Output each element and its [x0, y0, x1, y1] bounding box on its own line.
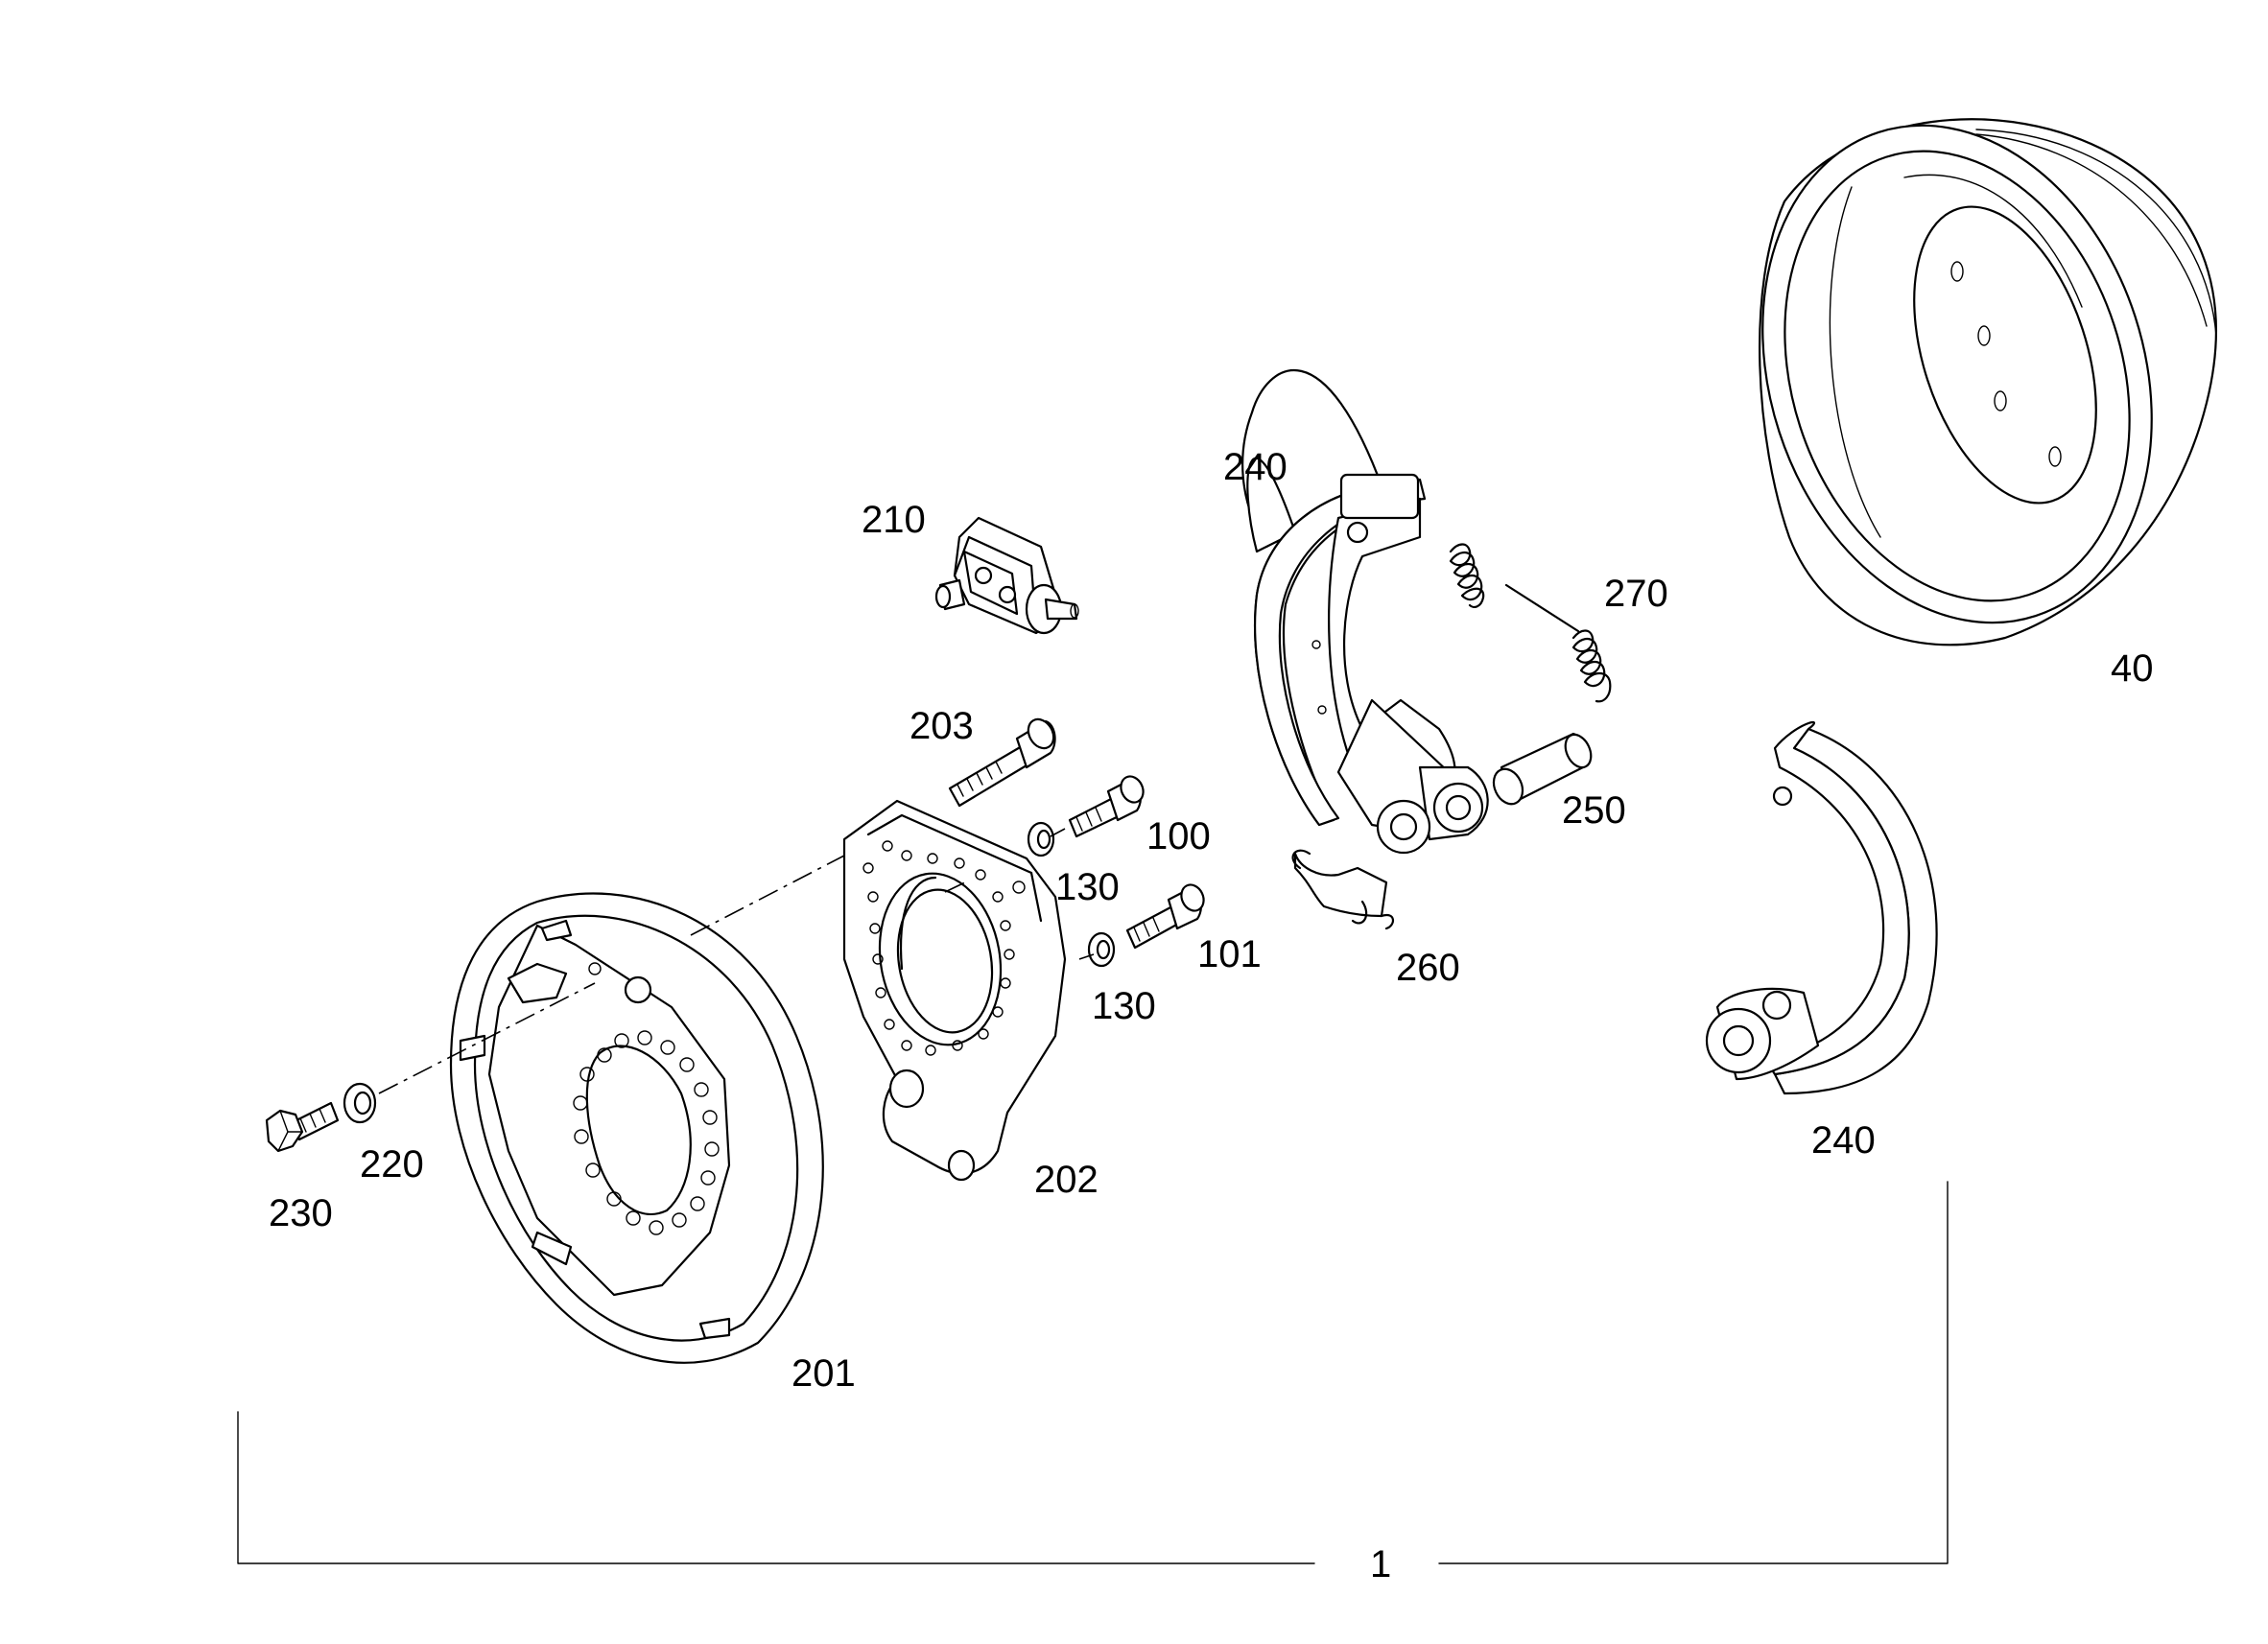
return-spring-270 — [1449, 543, 1612, 703]
backing-plate-201 — [449, 892, 824, 1364]
label-40: 40 — [2111, 647, 2154, 690]
label-130-lower: 130 — [1092, 985, 1156, 1027]
assembly-centerline — [378, 828, 1095, 1094]
label-230: 230 — [269, 1192, 333, 1234]
label-203: 203 — [910, 705, 974, 747]
label-101: 101 — [1197, 933, 1262, 975]
brake-drum-40 — [1758, 118, 2217, 646]
washer-130-upper — [1027, 821, 1055, 857]
label-210: 210 — [862, 499, 926, 541]
washer-130-lower — [1087, 931, 1116, 968]
label-260: 260 — [1396, 947, 1460, 989]
clip-260 — [1291, 849, 1394, 930]
label-1: 1 — [1370, 1543, 1391, 1585]
label-201: 201 — [791, 1352, 856, 1395]
anchor-plate-202 — [842, 799, 1067, 1182]
screw-100 — [1068, 775, 1145, 838]
callout-labels: 40 240 210 270 203 250 100 130 101 260 1… — [269, 446, 2154, 1585]
bolt-230 — [265, 1101, 340, 1153]
wheel-cylinder-210 — [934, 516, 1079, 635]
pin-250 — [1492, 732, 1593, 806]
label-240-lower: 240 — [1811, 1119, 1876, 1162]
label-270: 270 — [1604, 573, 1668, 615]
brake-shoe-upper-240 — [1241, 368, 1489, 855]
screw-101 — [1125, 883, 1205, 950]
assembly-bracket — [237, 1181, 1949, 1564]
label-240-upper: 240 — [1223, 446, 1288, 488]
washer-220 — [343, 1082, 377, 1124]
label-250: 250 — [1562, 789, 1626, 832]
label-220: 220 — [360, 1143, 424, 1186]
bolt-203 — [948, 717, 1056, 808]
brake-shoe-lower-240 — [1705, 720, 1938, 1095]
label-202: 202 — [1034, 1159, 1099, 1201]
label-100: 100 — [1146, 815, 1211, 857]
label-130-upper: 130 — [1055, 866, 1120, 908]
